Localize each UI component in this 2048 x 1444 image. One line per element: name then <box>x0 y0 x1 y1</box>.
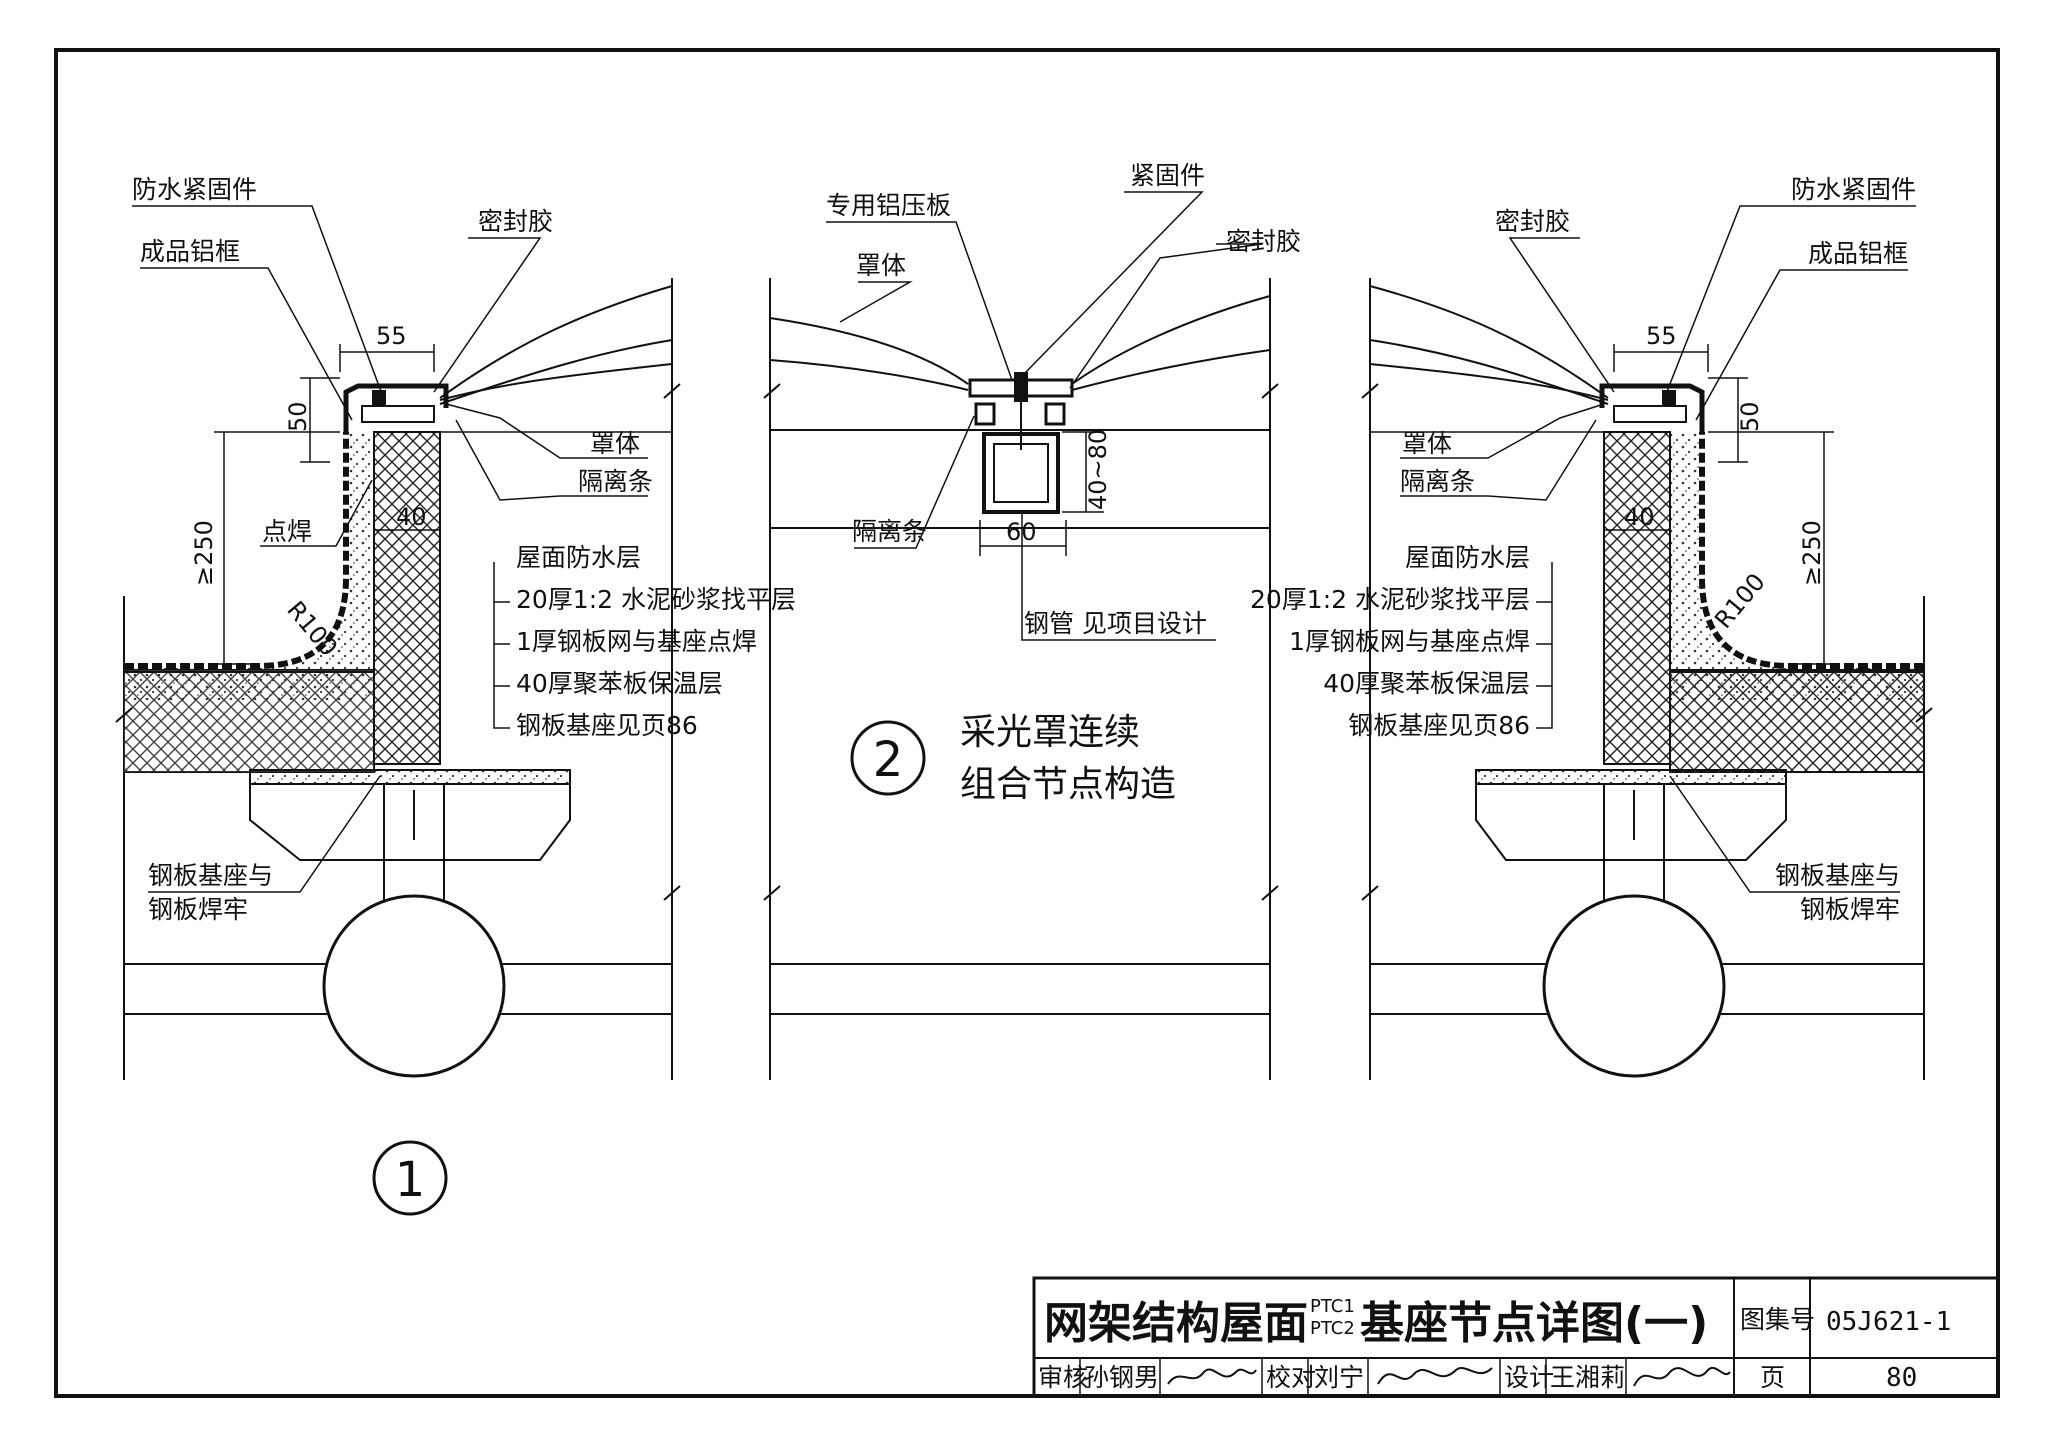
label-base: 钢板基座见页86 <box>516 711 698 740</box>
label-spot-weld: 点焊 <box>262 517 312 546</box>
page-number: 80 <box>1886 1363 1917 1393</box>
label-mortar: 20厚1:2 水泥砂浆找平层 <box>516 585 796 614</box>
dim-55: 55 <box>376 322 407 350</box>
dim-40-80: 40~80 <box>1084 429 1112 510</box>
dim-55: 55 <box>1646 322 1677 350</box>
label-mesh: 1厚钢板网与基座点焊 <box>516 627 757 656</box>
checker-name: 刘宁 <box>1314 1363 1364 1392</box>
label-roof-waterproof: 屋面防水层 <box>1405 543 1530 572</box>
detail-1-number: 1 <box>395 1152 426 1208</box>
label-alu-frame: 成品铝框 <box>1808 239 1908 268</box>
reviewer-signature <box>1167 1368 1257 1385</box>
dim-40: 40 <box>1624 503 1655 531</box>
checker-signature <box>1377 1367 1493 1385</box>
designer-name: 王湘莉 <box>1550 1363 1625 1392</box>
review-label: 审核 <box>1038 1363 1088 1392</box>
title-prefix: 网架结构屋面 <box>1044 1298 1308 1349</box>
atlas-label: 图集号 <box>1740 1305 1815 1334</box>
designer-signature <box>1633 1367 1731 1387</box>
label-base: 钢板基座见页86 <box>1348 711 1530 740</box>
label-cover: 罩体 <box>590 429 640 458</box>
atlas-number: 05J621-1 <box>1826 1307 1951 1337</box>
label-alu-frame: 成品铝框 <box>140 237 240 266</box>
title-suffix: 基座节点详图(一) <box>1360 1298 1708 1349</box>
detail-2-number: 2 <box>873 732 904 788</box>
detail-2-marker <box>850 720 926 796</box>
detail-2: 60 40~80 专用铝压板 紧固件 罩体 密封胶 隔离条 钢管 见项目设计 2… <box>763 161 1301 1080</box>
label-sealant: 密封胶 <box>1495 207 1570 236</box>
label-steel-tube: 钢管 见项目设计 <box>1024 609 1207 638</box>
detail-3: 55 50 40 ≥250 R100 防水紧固件 成品铝框 密封胶 罩体 隔离条… <box>1250 175 1933 1080</box>
dim-40: 40 <box>396 503 427 531</box>
label-sealant: 密封胶 <box>1226 227 1301 256</box>
label-spacer: 隔离条 <box>578 467 653 496</box>
sheet-border <box>54 48 2000 1398</box>
label-fasteners: 防水紧固件 <box>132 175 257 204</box>
title-sub: PTC2 <box>1310 1318 1355 1339</box>
label-sealant: 密封胶 <box>478 207 553 236</box>
dim-r100: R100 <box>1709 568 1771 634</box>
label-cover: 罩体 <box>1402 429 1452 458</box>
dim-50: 50 <box>1736 401 1764 432</box>
label-weld-note-1: 钢板基座与 <box>1775 861 1900 890</box>
dim-250: ≥250 <box>1798 520 1826 586</box>
design-label: 设计 <box>1504 1363 1554 1392</box>
reviewer-name: 孙钢男 <box>1084 1363 1159 1392</box>
detail-1-marker <box>372 1140 448 1216</box>
label-spacer: 隔离条 <box>852 517 927 546</box>
dim-250: ≥250 <box>190 520 218 586</box>
detail-2-title-line2: 组合节点构造 <box>960 764 1176 805</box>
label-weld-note-1: 钢板基座与 <box>148 861 273 890</box>
page-label: 页 <box>1760 1363 1785 1392</box>
check-label: 校对 <box>1266 1363 1316 1392</box>
label-insulation: 40厚聚苯板保温层 <box>516 669 723 698</box>
label-weld-note-2: 钢板焊牢 <box>1800 895 1900 924</box>
title-sup: PTC1 <box>1310 1296 1355 1317</box>
detail-2-title-line1: 采光罩连续 <box>960 712 1140 753</box>
label-mesh: 1厚钢板网与基座点焊 <box>1289 627 1530 656</box>
label-roof-waterproof: 屋面防水层 <box>516 543 641 572</box>
title-block: 网架结构屋面 PTC1 PTC2 基座节点详图(一) 图集号 05J621-1 … <box>1032 1276 2000 1398</box>
label-mortar: 20厚1:2 水泥砂浆找平层 <box>1250 585 1530 614</box>
label-cover: 罩体 <box>856 251 906 280</box>
label-insulation: 40厚聚苯板保温层 <box>1323 669 1530 698</box>
label-spacer: 隔离条 <box>1400 467 1475 496</box>
label-fastener: 紧固件 <box>1130 161 1205 190</box>
dim-50: 50 <box>284 401 312 432</box>
label-alu-plate: 专用铝压板 <box>826 191 951 220</box>
label-fasteners: 防水紧固件 <box>1791 175 1916 204</box>
label-weld-note-2: 钢板焊牢 <box>148 895 248 924</box>
detail-1: 55 50 40 ≥250 R100 防水紧固件 成品铝框 密封胶 罩体 隔离条… <box>115 175 796 1216</box>
